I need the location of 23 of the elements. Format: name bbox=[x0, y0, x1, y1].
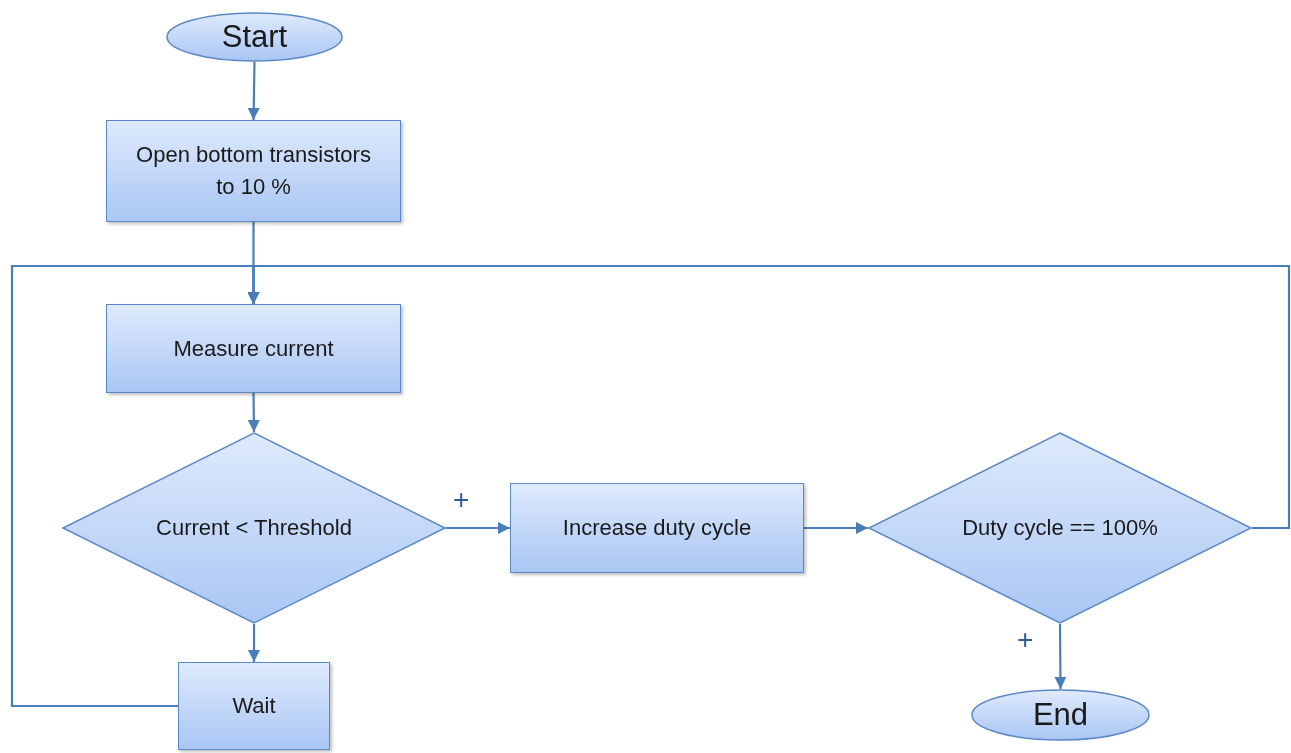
process-box bbox=[178, 662, 330, 750]
process-box bbox=[106, 304, 401, 393]
start-terminal bbox=[166, 12, 343, 62]
node-label: Current < Threshold bbox=[155, 514, 353, 543]
decision-diamond bbox=[868, 432, 1252, 624]
process-box bbox=[510, 483, 804, 573]
arrow bbox=[247, 264, 1291, 530]
node-label: Duty cycle == 100% bbox=[961, 514, 1159, 543]
node-label: Wait bbox=[231, 692, 277, 721]
arrow bbox=[1054, 624, 1067, 689]
decision-diamond bbox=[62, 432, 446, 624]
node-label: Increase duty cycle bbox=[561, 514, 753, 543]
end-terminal bbox=[971, 689, 1150, 741]
node-label: End bbox=[1031, 695, 1090, 734]
node-label: Measure current bbox=[172, 334, 335, 363]
arrow bbox=[446, 522, 510, 534]
node-label: Start bbox=[220, 17, 289, 56]
node-label: Open bottom transistors to 10 % bbox=[135, 141, 372, 201]
arrow bbox=[247, 62, 260, 120]
arrow bbox=[248, 624, 260, 662]
arrow bbox=[804, 522, 868, 534]
arrow bbox=[247, 393, 260, 432]
process-box bbox=[106, 120, 401, 222]
